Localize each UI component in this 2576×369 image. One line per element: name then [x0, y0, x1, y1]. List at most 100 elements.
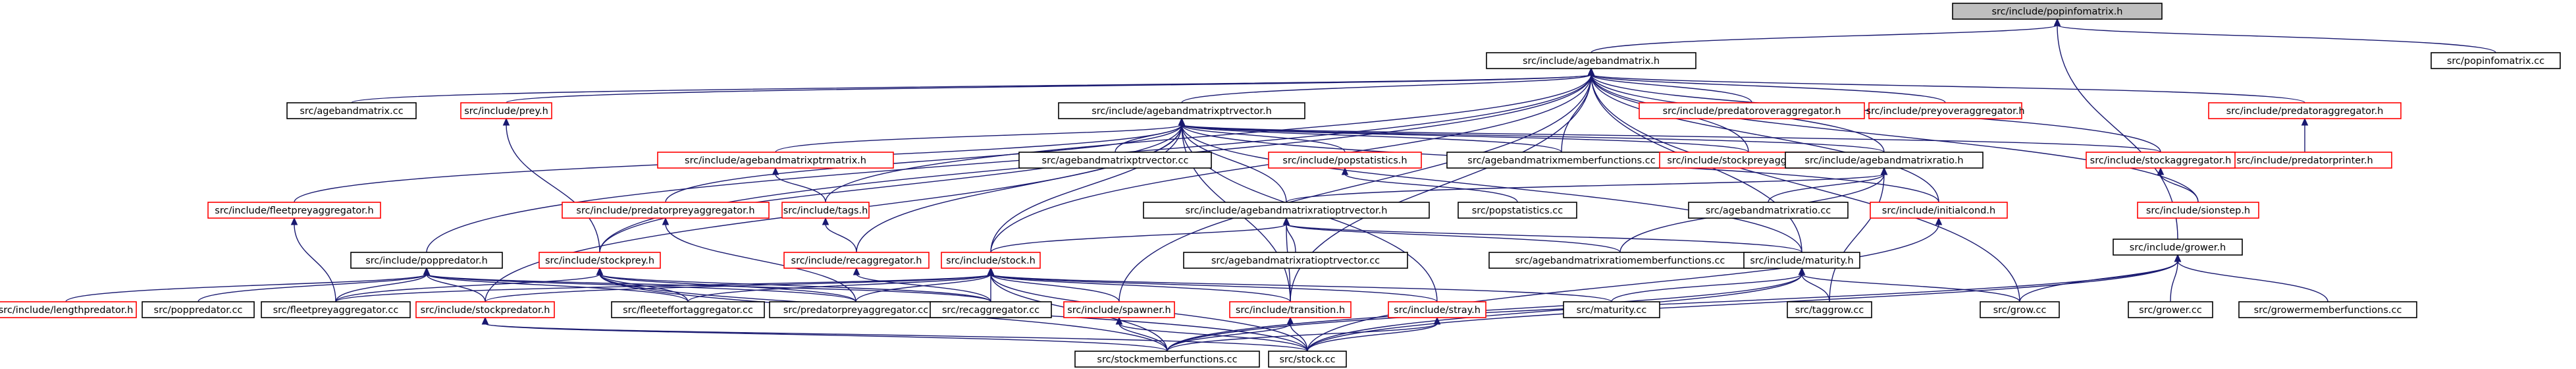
- node-taggrow-cc[interactable]: src/taggrow.cc: [1787, 301, 1872, 318]
- edge-stockpreyaggregator-h-to-agebandmatrixptrvector-h: [1181, 124, 1749, 153]
- node-agebandmatrixratioptrvector-cc[interactable]: src/agebandmatrixratioptrvector.cc: [1183, 252, 1408, 269]
- arrowhead-tags-h-to-agebandmatrixptrmatrix-h: [772, 167, 779, 175]
- edge-agebandmatrixratio-cc-to-agebandmatrixratio-h: [1768, 173, 1885, 203]
- node-fleetpreyaggregator-cc[interactable]: src/fleetpreyaggregator.cc: [261, 301, 411, 318]
- node-recaggregator-cc[interactable]: src/recaggregator.cc: [930, 301, 1052, 318]
- edge-stockmemberfunctions-cc-to-stray-h: [1167, 323, 1438, 352]
- node-stock-cc[interactable]: src/stock.cc: [1268, 351, 1347, 368]
- node-tags-h[interactable]: src/include/tags.h: [781, 202, 870, 219]
- node-box: [2208, 102, 2402, 119]
- node-agebandmatrixptrvector-cc[interactable]: src/agebandmatrixptrvector.cc: [1018, 152, 1212, 169]
- node-label: src/include/stockprey.h: [545, 256, 654, 266]
- node-box: [1639, 102, 1865, 119]
- node-agebandmatrixratio-cc[interactable]: src/agebandmatrixratio.cc: [1688, 202, 1849, 219]
- arrowhead-stock-cc-to-initialcond-h: [1935, 217, 1943, 225]
- node-prey-h[interactable]: src/include/prey.h: [460, 102, 552, 119]
- node-agebandmatrixmemberfunctions-cc[interactable]: src/agebandmatrixmemberfunctions.cc: [1446, 152, 1677, 169]
- node-stockprey-h[interactable]: src/include/stockprey.h: [539, 252, 661, 269]
- edge-grow-cc-to-maturity-h: [1801, 273, 2020, 302]
- node-popinfomatrix-cc[interactable]: src/popinfomatrix.cc: [2431, 52, 2561, 69]
- arrowhead-stock-cc-to-stray-h: [1433, 316, 1441, 325]
- node-label: src/include/poppredator.h: [365, 256, 488, 266]
- node-label: src/agebandmatrix.cc: [300, 106, 403, 117]
- node-spawner-h[interactable]: src/include/spawner.h: [1063, 301, 1175, 318]
- node-transition-h[interactable]: src/include/transition.h: [1229, 301, 1352, 318]
- edge-sionstep-h-to-agebandmatrix-h: [1590, 74, 2199, 203]
- node-label: src/include/agebandmatrixratioptrvector.…: [1186, 206, 1388, 216]
- edge-sionstep-h-to-stockaggregator-h: [2160, 173, 2199, 203]
- node-agebandmatrixptrmatrix-h[interactable]: src/include/agebandmatrixptrmatrix.h: [657, 152, 894, 169]
- node-label: src/include/agebandmatrixptrvector.h: [1091, 106, 1272, 117]
- edge-predatoraggregator-h-to-agebandmatrix-h: [1590, 74, 2305, 103]
- node-label: src/fleeteffortaggregator.cc: [623, 305, 753, 316]
- edge-stockpredator-h-to-stock-h: [485, 273, 991, 302]
- edge-recaggregator-h-to-tags-h: [825, 223, 857, 253]
- edge-popinfomatrix-cc-to-popinfomatrix-h: [2057, 24, 2496, 53]
- node-agebandmatrixptrvector-h[interactable]: src/include/agebandmatrixptrvector.h: [1058, 102, 1305, 119]
- node-popinfomatrix-h[interactable]: src/include/popinfomatrix.h: [1952, 3, 2163, 20]
- node-fleeteffortaggregator-cc[interactable]: src/fleeteffortaggregator.cc: [611, 301, 765, 318]
- node-grower-h[interactable]: src/include/grower.h: [2113, 239, 2243, 256]
- node-poppredator-cc[interactable]: src/poppredator.cc: [142, 301, 255, 318]
- node-box: [460, 102, 552, 119]
- edge-agebandmatrixptrmatrix-h-to-agebandmatrixptrvector-h: [775, 124, 1182, 153]
- node-agebandmatrix-cc[interactable]: src/agebandmatrix.cc: [286, 102, 417, 119]
- edge-agebandmatrixratioptrvector-h-to-agebandmatrixptrvector-h: [1181, 124, 1287, 203]
- node-initialcond-h[interactable]: src/include/initialcond.h: [1870, 202, 2008, 219]
- node-predatoroveraggregator-h[interactable]: src/include/predatoroveraggregator.h: [1639, 102, 1865, 119]
- node-predatorpreyaggregator-h[interactable]: src/include/predatorpreyaggregator.h: [562, 202, 770, 219]
- node-box: [1785, 152, 1984, 169]
- nodes-layer: src/include/popinfomatrix.h src/include/a…: [0, 3, 2561, 368]
- node-popstatistics-h[interactable]: src/include/popstatistics.h: [1268, 152, 1422, 169]
- arrowhead-predatorprinter-h-to-predatoraggregator-h: [2301, 117, 2309, 126]
- node-maturity-h[interactable]: src/include/maturity.h: [1743, 252, 1860, 269]
- arrowhead-taggrow-cc-to-agebandmatrixratio-h: [1880, 167, 1888, 175]
- node-lengthpredator-h[interactable]: src/include/lengthpredator.h: [0, 301, 137, 318]
- node-box: [1063, 301, 1175, 318]
- edge-stockprey-h-to-prey-h: [506, 124, 600, 253]
- node-agebandmatrixratio-h[interactable]: src/include/agebandmatrixratio.h: [1785, 152, 1984, 169]
- node-predatoraggregator-h[interactable]: src/include/predatoraggregator.h: [2208, 102, 2402, 119]
- node-label: src/stockmemberfunctions.cc: [1097, 355, 1237, 365]
- node-box: [207, 202, 381, 219]
- edge-transition-h-to-stock-h: [990, 273, 1291, 302]
- node-agebandmatrixratioptrvector-h[interactable]: src/include/agebandmatrixratioptrvector.…: [1143, 202, 1430, 219]
- node-label: src/recaggregator.cc: [942, 305, 1039, 316]
- node-box: [562, 202, 770, 219]
- node-grower-cc[interactable]: src/grower.cc: [2128, 301, 2213, 318]
- node-poppredator-h[interactable]: src/include/poppredator.h: [350, 252, 503, 269]
- node-stray-h[interactable]: src/include/stray.h: [1388, 301, 1486, 318]
- node-predatorprinter-h[interactable]: src/include/predatorprinter.h: [2217, 152, 2392, 169]
- node-preyoveraggregator-h[interactable]: src/include/preyoveraggregator.h: [1866, 102, 2025, 119]
- node-agebandmatrix-h[interactable]: src/include/agebandmatrix.h: [1486, 52, 1696, 69]
- node-growermemberfunctions-cc[interactable]: src/growermemberfunctions.cc: [2238, 301, 2417, 318]
- node-stockmemberfunctions-cc[interactable]: src/stockmemberfunctions.cc: [1074, 351, 1260, 368]
- edge-stockaggregator-h-to-agebandmatrixptrvector-h: [1181, 124, 2161, 153]
- node-box: [1183, 252, 1408, 269]
- node-label: src/popinfomatrix.cc: [2447, 56, 2544, 67]
- node-recaggregator-h[interactable]: src/include/recaggregator.h: [783, 252, 930, 269]
- node-stockaggregator-h[interactable]: src/include/stockaggregator.h: [2086, 152, 2236, 169]
- edge-agebandmatrixratioptrvector-cc-to-agebandmatrixratioptrvector-h: [1286, 223, 1296, 253]
- node-label: src/grow.cc: [1993, 305, 2047, 316]
- arrowhead-popstatistics-cc-to-popstatistics-h: [1341, 167, 1349, 175]
- edge-predatoroveraggregator-h-to-agebandmatrix-h: [1590, 74, 1752, 103]
- edge-poppredator-h-to-agebandmatrix-h: [426, 74, 1592, 253]
- node-stock-h[interactable]: src/include/stock.h: [941, 252, 1041, 269]
- node-sionstep-h[interactable]: src/include/sionstep.h: [2137, 202, 2259, 219]
- node-label: src/include/tags.h: [783, 206, 868, 216]
- node-box: [1870, 202, 2008, 219]
- node-box: [2113, 239, 2243, 256]
- node-popstatistics-cc[interactable]: src/popstatistics.cc: [1458, 202, 1577, 219]
- node-predatorpreyaggregator-cc[interactable]: src/predatorpreyaggregator.cc: [769, 301, 943, 318]
- node-maturity-cc[interactable]: src/maturity.cc: [1563, 301, 1660, 318]
- node-box: [1268, 152, 1422, 169]
- node-fleetpreyaggregator-h[interactable]: src/include/fleetpreyaggregator.h: [207, 202, 381, 219]
- edge-predatorpreyaggregator-cc-to-stockprey-h: [599, 273, 856, 302]
- node-agebandmatrixratiomemberfunctions-cc[interactable]: src/agebandmatrixratiomemberfunctions.cc: [1488, 252, 1752, 269]
- node-box: [611, 301, 765, 318]
- node-grow-cc[interactable]: src/grow.cc: [1980, 301, 2060, 318]
- edge-stockpredator-h-to-poppredator-h: [426, 273, 486, 302]
- node-stockpredator-h[interactable]: src/include/stockpredator.h: [415, 301, 555, 318]
